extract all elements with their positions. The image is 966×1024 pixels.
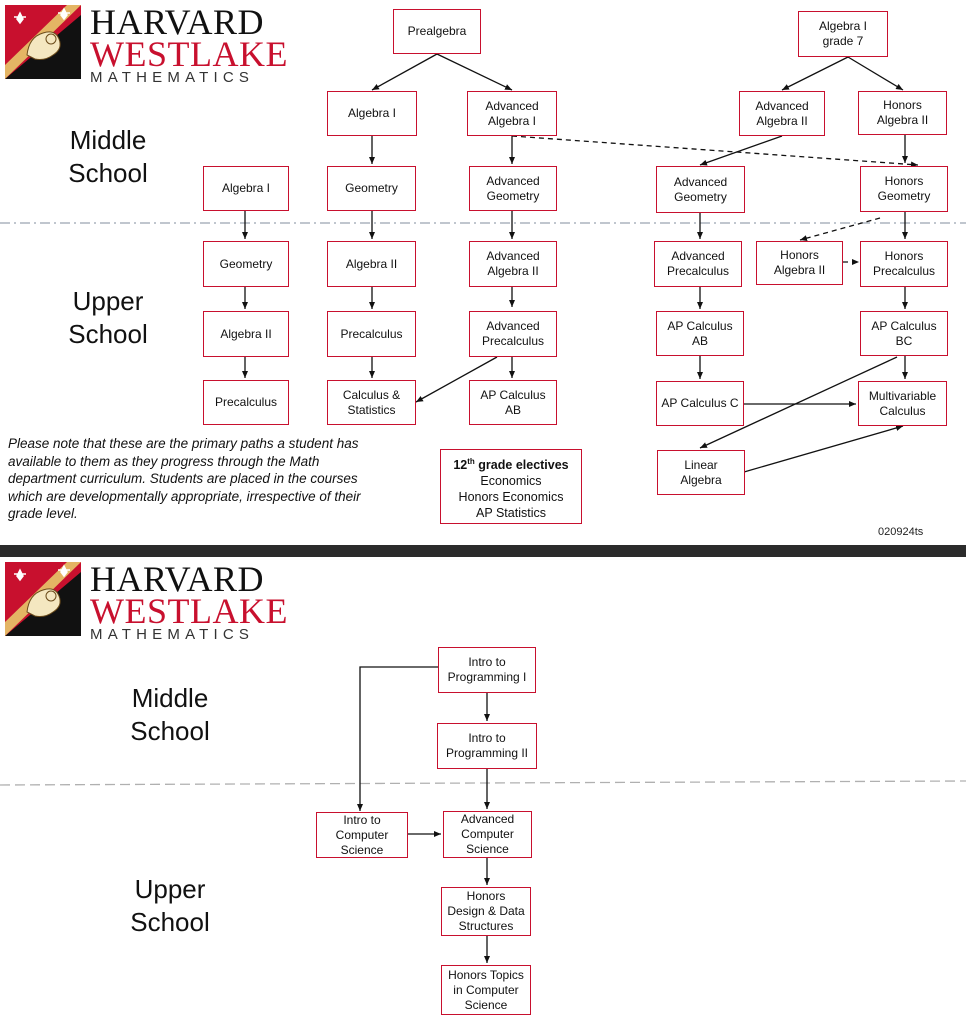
course-algebra-2-b: Algebra II	[327, 241, 416, 287]
logo-harvard: HARVARD	[90, 559, 264, 599]
logo-westlake: WESTLAKE	[90, 591, 288, 631]
upper-school-label: Upper School	[130, 874, 210, 937]
logo-westlake: WESTLAKE	[90, 34, 288, 74]
upper-school-label: Upper School	[68, 286, 148, 349]
math-pathway-slide: HARVARD WESTLAKE MATHEMATICS Middle Scho…	[0, 4, 966, 538]
lion-shield-icon	[5, 5, 81, 79]
harvard-westlake-logo: HARVARD WESTLAKE MATHEMATICS	[5, 561, 287, 643]
elective-item: AP Statistics	[476, 506, 546, 521]
lion-shield-icon	[5, 562, 81, 636]
elective-item: Economics	[480, 474, 542, 489]
version-code: 020924ts	[878, 526, 924, 538]
course-prealgebra: Prealgebra	[393, 9, 481, 54]
course-ap-calculus-c: AP Calculus C	[656, 381, 744, 426]
course-algebra-2-a: Algebra II	[203, 311, 289, 357]
course-precalculus-a: Precalculus	[203, 380, 289, 425]
harvard-westlake-logo: HARVARD WESTLAKE MATHEMATICS	[5, 4, 287, 86]
course-precalculus-b: Precalculus	[327, 311, 416, 357]
logo-mathematics: MATHEMATICS	[90, 69, 255, 86]
course-geometry-us: Geometry	[203, 241, 289, 287]
twelfth-grade-electives: 12th grade electives Economics Honors Ec…	[440, 449, 582, 524]
course-geometry-ms: Geometry	[327, 166, 416, 211]
math-connectors	[0, 53, 966, 473]
middle-school-label: Middle School	[68, 125, 148, 188]
school-divider	[0, 780, 966, 786]
logo-harvard: HARVARD	[90, 2, 264, 42]
cs-connectors	[0, 666, 966, 963]
slide-separator	[0, 545, 966, 557]
middle-school-label: Middle School	[130, 683, 210, 746]
course-algebra-1-a: Algebra I	[203, 166, 289, 211]
course-calculus-statistics: Calculus &Statistics	[327, 380, 416, 425]
course-algebra-1-ms: Algebra I	[327, 91, 417, 136]
logo-mathematics: MATHEMATICS	[90, 626, 255, 643]
cs-pathway-slide: HARVARD WESTLAKE MATHEMATICS Middle Scho…	[0, 557, 966, 1024]
pathway-note: Please note that these are the primary p…	[8, 436, 361, 521]
elective-item: Honors Economics	[458, 490, 564, 505]
